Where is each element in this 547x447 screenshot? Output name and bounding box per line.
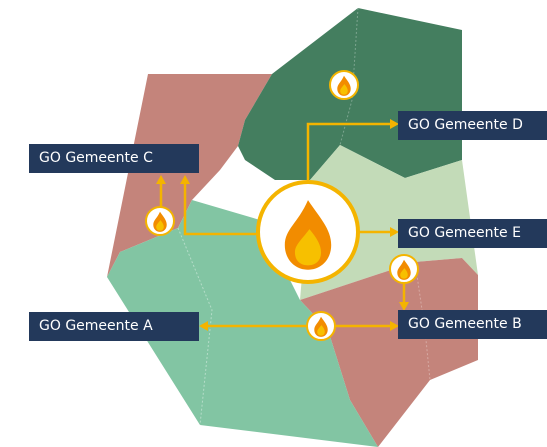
arrowhead-a-left [199, 321, 208, 331]
arrowhead-c1 [180, 175, 190, 184]
label-go-gemeente-c: GO Gemeente C [29, 144, 199, 173]
region-a [107, 200, 378, 447]
flame-icon [389, 254, 419, 284]
flame-icon [145, 206, 175, 236]
label-go-gemeente-b: GO Gemeente B [398, 310, 547, 339]
arrowhead-b-down [399, 302, 409, 311]
flame-icon [329, 70, 359, 100]
central-flame-icon [256, 180, 360, 284]
arrow-to-c [183, 182, 262, 236]
flame-icon [306, 311, 336, 341]
region-b [300, 258, 478, 447]
label-go-gemeente-a: GO Gemeente A [29, 312, 199, 341]
arrowheads [156, 119, 409, 331]
label-go-gemeente-d: GO Gemeente D [398, 111, 547, 140]
label-go-gemeente-e: GO Gemeente E [398, 219, 547, 248]
arrowhead-e [390, 227, 399, 237]
inner-border-d [339, 7, 359, 146]
arrowhead-d [390, 119, 399, 129]
arrows [159, 122, 406, 328]
arrow-to-d [306, 122, 392, 185]
arrowhead-c2 [156, 175, 166, 184]
inner-border-a [177, 227, 213, 426]
arrowhead-b-right [390, 321, 399, 331]
